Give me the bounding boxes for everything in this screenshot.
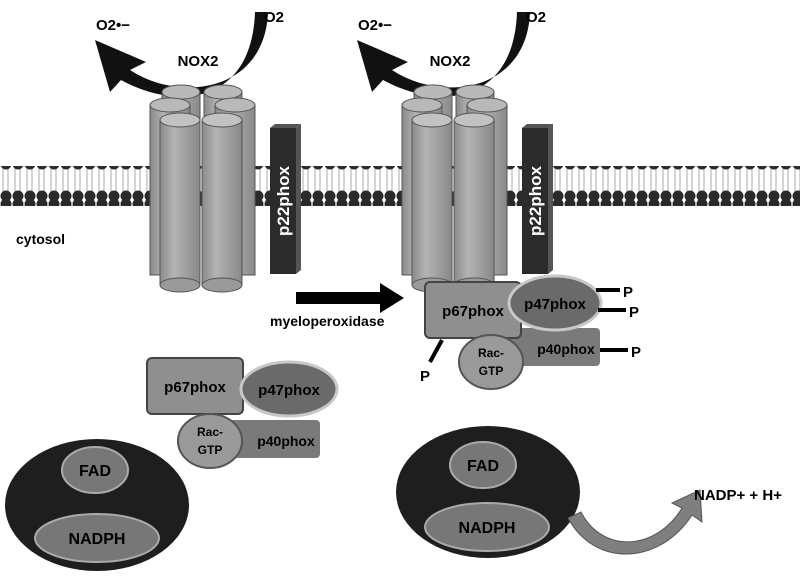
left-superoxide-arrow: [95, 12, 268, 97]
assembled-nadph-ellipse: [424, 502, 550, 552]
phospho-bond-4: [428, 339, 444, 363]
left-oxygen-label: O2: [264, 9, 284, 26]
assembled-fad-label: FAD: [467, 458, 499, 475]
resting-p47phox-ellipse: [239, 360, 339, 418]
resting-rac-gtp-ellipse: [177, 413, 243, 469]
right-superoxide-arrow: [357, 12, 530, 97]
cytosol-label: cytosol: [16, 231, 65, 247]
right-p22phox-block: p22phox: [522, 124, 553, 274]
assembled-p47phox-label: p47phox: [524, 296, 586, 313]
myeloperoxidase-arrow: myeloperoxidase: [270, 283, 404, 329]
phospho-label-2: P: [629, 304, 639, 321]
left-nox2-complex: p22phox NOX2 O2•− O2: [95, 9, 301, 293]
right-nox2-complex: p22phox NOX2 O2•− O2: [357, 9, 553, 293]
assembled-p40phox-box: [504, 328, 600, 366]
assembled-cytosolic-complex: p40phox p67phox p47phox Rac- GTP P P P P…: [396, 274, 782, 558]
assembled-p47phox-ellipse: [507, 274, 603, 332]
right-nox2-label: NOX2: [430, 53, 471, 70]
resting-fad-ellipse: [61, 446, 129, 494]
phospho-label-4: P: [420, 368, 430, 385]
resting-p40phox-box: [224, 420, 320, 458]
left-nox2-label: NOX2: [178, 53, 219, 70]
assembled-p40phox-label: p40phox: [537, 341, 595, 357]
resting-rac-label-line1: Rac-: [197, 425, 223, 439]
assembled-p67phox-label: p67phox: [442, 303, 504, 320]
phosphorylation-marks: [428, 288, 628, 363]
resting-rac-label-line2: GTP: [198, 443, 223, 457]
right-p22phox-label: p22phox: [526, 166, 545, 236]
left-p22phox-label: p22phox: [274, 166, 293, 236]
left-nox2-cylinders: [149, 84, 256, 293]
phospho-label-1: P: [623, 284, 633, 301]
left-p22phox-block: p22phox: [270, 124, 301, 274]
left-superoxide-label: O2•−: [96, 17, 130, 34]
lipid-bilayer-membrane: [0, 166, 800, 206]
phospho-label-3: P: [631, 344, 641, 361]
nadp-product-label: NADP+ + H+: [694, 487, 782, 504]
resting-p67phox-label: p67phox: [164, 379, 226, 396]
resting-nadph-ellipse: [34, 513, 160, 563]
assembled-rac-gtp-ellipse: [458, 334, 524, 390]
resting-p40phox-label: p40phox: [257, 433, 315, 449]
nadp-product-arrow: [567, 489, 703, 555]
assembled-fad-ellipse: [449, 441, 517, 489]
right-nox2-cylinders: [401, 84, 508, 293]
resting-fad-label: FAD: [79, 463, 111, 480]
assembled-rac-label-line1: Rac-: [478, 346, 504, 360]
myeloperoxidase-label: myeloperoxidase: [270, 313, 385, 329]
resting-nadph-label: NADPH: [69, 531, 126, 548]
resting-p47phox-label: p47phox: [258, 382, 320, 399]
resting-cytosolic-complex: p67phox p40phox p47phox Rac- GTP FAD NAD…: [5, 357, 339, 571]
assembled-nadph-label: NADPH: [459, 520, 516, 537]
assembled-rac-label-line2: GTP: [479, 364, 504, 378]
right-oxygen-label: O2: [526, 9, 546, 26]
right-superoxide-label: O2•−: [358, 17, 392, 34]
